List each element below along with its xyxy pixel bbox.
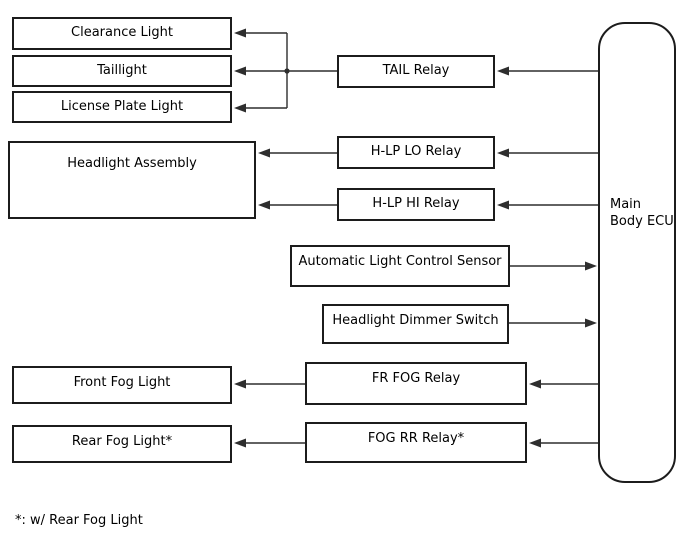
main-body-ecu-label: Main Body ECU: [610, 197, 674, 229]
wire-dimmer-to-ecu: [509, 318, 597, 328]
wire-junction-dot: [284, 68, 290, 74]
node-headlight-dimmer-switch: Headlight Dimmer Switch: [322, 304, 509, 344]
node-taillight: Taillight: [12, 55, 232, 87]
footnote: *: w/ Rear Fog Light: [15, 513, 143, 528]
wire-ecu-to-hlp-hi: [497, 200, 598, 210]
node-hlp-hi-relay: H-LP HI Relay: [337, 188, 495, 221]
node-rear-fog-light: Rear Fog Light*: [12, 425, 232, 463]
node-fr-fog-relay: FR FOG Relay: [305, 362, 527, 405]
node-license-plate-light: License Plate Light: [12, 91, 232, 123]
wire-ecu-to-tail-relay: [497, 66, 598, 76]
node-front-fog-light: Front Fog Light: [12, 366, 232, 404]
wire-alcs-to-ecu: [510, 261, 597, 271]
node-tail-relay: TAIL Relay: [337, 55, 495, 88]
wire-tail-relay-branch: [234, 28, 337, 113]
wire-fog-rr-to-rear-fog: [234, 438, 305, 448]
node-fog-rr-relay: FOG RR Relay*: [305, 422, 527, 463]
wire-hlp-lo-to-headlight: [258, 148, 337, 158]
wire-ecu-to-hlp-lo: [497, 148, 598, 158]
wire-hlp-hi-to-headlight: [258, 200, 337, 210]
node-headlight-assembly: Headlight Assembly: [8, 141, 256, 219]
wire-fr-fog-to-front-fog: [234, 379, 305, 389]
wire-ecu-to-fog-rr: [529, 438, 598, 448]
wire-ecu-to-fr-fog: [529, 379, 598, 389]
node-automatic-light-control-sensor: Automatic Light Control Sensor: [290, 245, 510, 287]
node-hlp-lo-relay: H-LP LO Relay: [337, 136, 495, 169]
node-main-body-ecu: Main Body ECU: [598, 22, 676, 483]
node-clearance-light: Clearance Light: [12, 17, 232, 50]
